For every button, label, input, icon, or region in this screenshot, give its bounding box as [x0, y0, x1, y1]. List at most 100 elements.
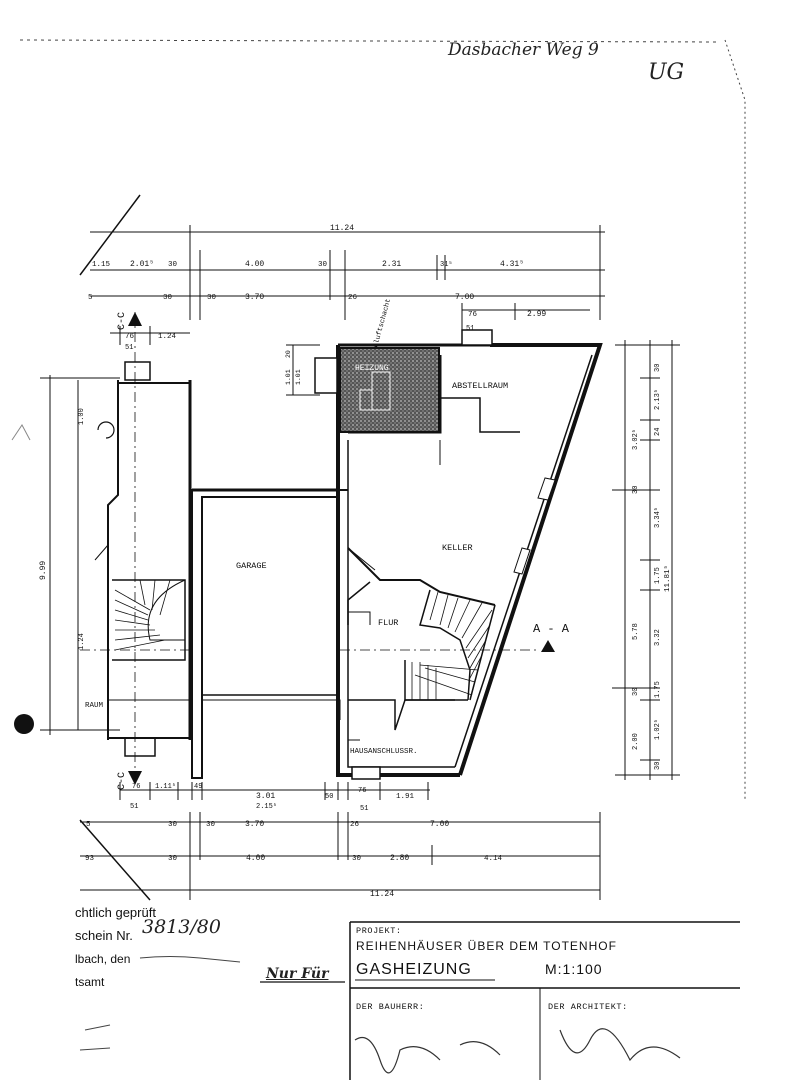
dim-top-r1-3: 4.00 — [245, 260, 264, 269]
cut-line-top — [79, 194, 141, 276]
dim-bottom-r1-7: 51 — [130, 803, 138, 811]
top-dimension-lines — [90, 225, 605, 345]
dim-left-small-0: 20 — [285, 350, 292, 358]
dim-right-7: 3.32 — [654, 629, 662, 646]
dim-bottom-r2-2: 30 — [206, 821, 216, 829]
title-scale: M:1:100 — [545, 961, 603, 977]
dim-right-2: 24 — [654, 428, 662, 436]
dim-bottom-r3-4: 2.80 — [390, 854, 409, 863]
dim-bottom-r1-2: 49 — [194, 783, 202, 791]
dim-right-overall: 11.81⁵ — [663, 565, 672, 592]
dim-bottom-r1-8: 2.15⁵ — [256, 803, 277, 811]
dim-bottom-r1-3: 3.01 — [256, 792, 275, 801]
dim-bottom-r2-0: 5 — [86, 821, 91, 829]
stamp-line-1: chtlich geprüft — [75, 905, 156, 920]
punch-hole — [14, 714, 34, 734]
dim-right-11: 30 — [654, 762, 662, 770]
left-neighbor-house — [94, 361, 192, 757]
dim-top-r2-0: 5 — [88, 294, 93, 302]
dim-top-r1-5: 2.31 — [382, 260, 401, 269]
main-house-walls — [314, 329, 603, 780]
title-subject: GASHEIZUNG — [356, 961, 472, 978]
bauherr-signature — [354, 1036, 501, 1074]
dim-right-8: 30 — [632, 688, 640, 696]
section-aa-arrow — [541, 640, 555, 652]
tank-icon — [359, 389, 373, 411]
dim-right-3: 3.02⁵ — [632, 429, 640, 450]
stamp-line-3: lbach, den — [75, 952, 131, 966]
dim-top-r3-1: 2.99 — [527, 310, 546, 319]
top-dashed-edge — [19, 39, 721, 43]
dim-top-r3-2: 51 — [466, 325, 474, 333]
bottom-dimension-lines — [80, 782, 601, 900]
dim-left-overall: 9.99 — [39, 561, 48, 580]
stamp-line-2: schein Nr. — [75, 928, 133, 943]
dim-left-1: 1.24 — [78, 633, 86, 650]
room-label-flur: FLUR — [378, 618, 398, 628]
room-label-heizung: HEIZUNG — [355, 364, 389, 373]
title-bauherr-label: DER BAUHERR: — [356, 1002, 425, 1012]
dim-bottom-r3-0: 93 — [85, 855, 95, 863]
dim-top-r2-5: 7.00 — [455, 293, 474, 302]
dim-top-r1-1: 2.01⁵ — [130, 260, 154, 269]
room-label-keller: KELLER — [442, 543, 473, 553]
dim-bottom-overall: 11.24 — [370, 890, 394, 899]
room-label-garage: GARAGE — [236, 561, 267, 571]
dim-left-small-1: 1.01 — [285, 369, 292, 385]
left-dimension-lines — [40, 375, 120, 735]
dim-right-mid-0: 5.78 — [632, 623, 640, 640]
dim-bottom-r1-0: 76 — [132, 783, 140, 791]
room-label-hausanschluss: HAUSANSCHLUSSR. — [350, 748, 418, 756]
dim-top-r4-1: 1.24 — [158, 333, 177, 341]
room-label-left: RAUM — [85, 702, 104, 710]
dim-bottom-r1-6: 1.91 — [396, 793, 415, 801]
handwritten-floor: UG — [648, 60, 685, 85]
dim-left-0: 1.00 — [78, 408, 86, 425]
dim-top-r1-4: 30 — [318, 261, 328, 269]
dim-right-10: 1.02⁵ — [654, 719, 662, 740]
architekt-signature — [559, 1028, 681, 1062]
right-dashed-edge — [724, 39, 746, 800]
dim-top-r2-3: 3.70 — [245, 293, 264, 302]
dim-right-0: 30 — [654, 364, 662, 372]
dim-top-r1-2: 30 — [168, 261, 178, 269]
dim-top-r4-0: 76 — [125, 333, 135, 341]
dim-bottom-r3-1: 30 — [168, 855, 178, 863]
section-cc-top-label: C-C — [117, 312, 128, 330]
dim-top-r2-2: 30 — [207, 294, 217, 302]
dim-right-mid-1: 2.00 — [632, 733, 640, 750]
handwritten-stamp-number: 3813/80 — [142, 916, 221, 938]
dim-top-r2-4: 26 — [348, 294, 358, 302]
right-dimension-lines — [612, 340, 680, 780]
handwritten-address: Dasbacher Weg 9 — [448, 40, 599, 60]
dim-right-9: 1.75 — [654, 681, 662, 698]
dim-bottom-r2-5: 7.00 — [430, 820, 449, 829]
dim-bottom-r1-4: 50 — [325, 793, 333, 801]
dim-top-overall: 11.24 — [330, 224, 354, 233]
dim-top-r1-6: 31⁵ — [440, 261, 453, 269]
dim-bottom-r3-3: 30 — [352, 855, 362, 863]
room-label-abstellraum: ABSTELLRAUM — [452, 381, 508, 391]
dim-bottom-r1-9: 51 — [360, 805, 368, 813]
dim-top-r4-2: 51 — [125, 344, 133, 352]
dim-bottom-r1-1: 1.11⁵ — [155, 783, 176, 791]
title-block-frame — [260, 921, 740, 1080]
heizung-room — [339, 347, 440, 433]
dim-bottom-r3-2: 4.00 — [246, 854, 265, 863]
dim-right-6: 1.75 — [654, 567, 662, 584]
garage-walls — [191, 488, 341, 779]
dim-bottom-r2-3: 3.70 — [245, 820, 264, 829]
dim-top-r1-7: 4.31⁵ — [500, 260, 524, 269]
dim-bottom-r2-4: 26 — [350, 821, 360, 829]
dim-bottom-r2-1: 30 — [168, 821, 178, 829]
title-projekt-label: PROJEKT: — [356, 926, 402, 936]
dim-top-r1-0: 1.15 — [92, 261, 111, 269]
dim-bottom-r1-5: 76 — [358, 787, 366, 795]
title-projekt-name: REIHENHÄUSER ÜBER DEM TOTENHOF — [356, 939, 617, 953]
title-architekt-label: DER ARCHITEKT: — [548, 1002, 628, 1012]
section-aa-label: A - A — [533, 622, 570, 636]
stamp-line-4: tsamt — [75, 975, 105, 989]
dim-left-small-2: 1.01 — [295, 369, 302, 385]
